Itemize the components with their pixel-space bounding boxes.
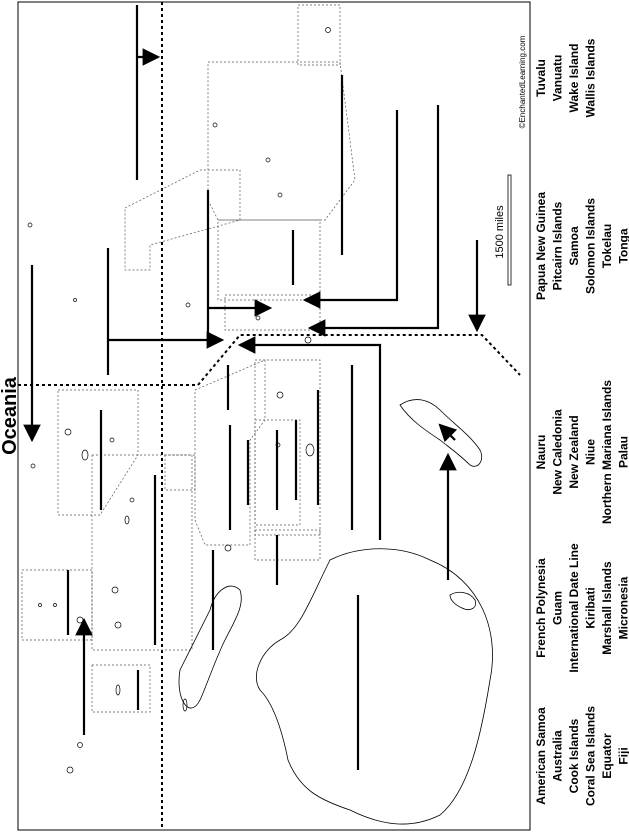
label-lines (23, 5, 486, 770)
new-guinea-coast (178, 585, 242, 709)
word-bank-item: Guam (551, 591, 565, 625)
word-bank-item: Kiribati (584, 587, 598, 628)
australia-coast (256, 548, 493, 825)
word-bank-group-3: Nauru New Caledonia New Zealand Niue Nor… (534, 380, 629, 524)
word-bank-item: Palau (617, 436, 629, 468)
word-bank-item: Vanuatu (551, 55, 565, 102)
word-bank-item: Australia (551, 730, 565, 782)
new-zealand-coast (399, 399, 483, 610)
word-bank-item: Northern Mariana Islands (600, 380, 614, 524)
international-date-line (18, 334, 521, 386)
word-bank-item: Equator (600, 733, 614, 779)
word-bank-group-1: American Samoa Australia Cook Islands Co… (534, 706, 629, 806)
word-bank-item: Marshall Islands (600, 561, 614, 655)
copyright-text: ©EnchantedLearning.com (518, 35, 527, 128)
word-bank-item: Niue (584, 439, 598, 465)
word-bank-item: Papua New Guinea (534, 192, 548, 300)
word-bank-item: American Samoa (534, 707, 548, 805)
word-bank-group-4: Papua New Guinea Pitcairn Islands Samoa … (534, 192, 629, 300)
scale-label: 1500 miles (494, 205, 506, 259)
word-bank-item: Solomon Islands (584, 198, 598, 294)
word-bank-item: Fiji (617, 747, 629, 764)
word-bank-item: New Caledonia (551, 409, 565, 495)
word-bank-item: Nauru (534, 435, 548, 470)
territory-boxes (21, 4, 356, 713)
small-islands (27, 27, 331, 774)
map-title: Oceania (0, 376, 21, 455)
map-frame (17, 1, 531, 831)
word-bank-item: Micronesia (617, 576, 629, 639)
word-bank-group-5: Tuvalu Vanuatu Wake Island Wallis Island… (534, 38, 598, 117)
word-bank-group-2: French Polynesia Guam International Date… (534, 543, 629, 673)
word-bank-item: New Zealand (567, 415, 581, 488)
word-bank-item: Tonga (617, 228, 629, 263)
word-bank-item: French Polynesia (534, 558, 548, 658)
word-bank-item: Cook Islands (567, 718, 581, 793)
word-bank-item: Wake Island (567, 44, 581, 113)
word-bank-item: Samoa (567, 226, 581, 266)
word-bank-item: Tuvalu (534, 59, 548, 97)
word-bank-item: Tokelau (600, 224, 614, 268)
word-bank-item: Wallis Islands (584, 38, 598, 117)
word-bank: American Samoa Australia Cook Islands Co… (534, 38, 629, 806)
word-bank-item: International Date Line (567, 543, 581, 673)
word-bank-item: Pitcairn Islands (551, 201, 565, 290)
scale-bar: 1500 miles (494, 174, 512, 286)
word-bank-item: Coral Sea Islands (584, 706, 598, 806)
